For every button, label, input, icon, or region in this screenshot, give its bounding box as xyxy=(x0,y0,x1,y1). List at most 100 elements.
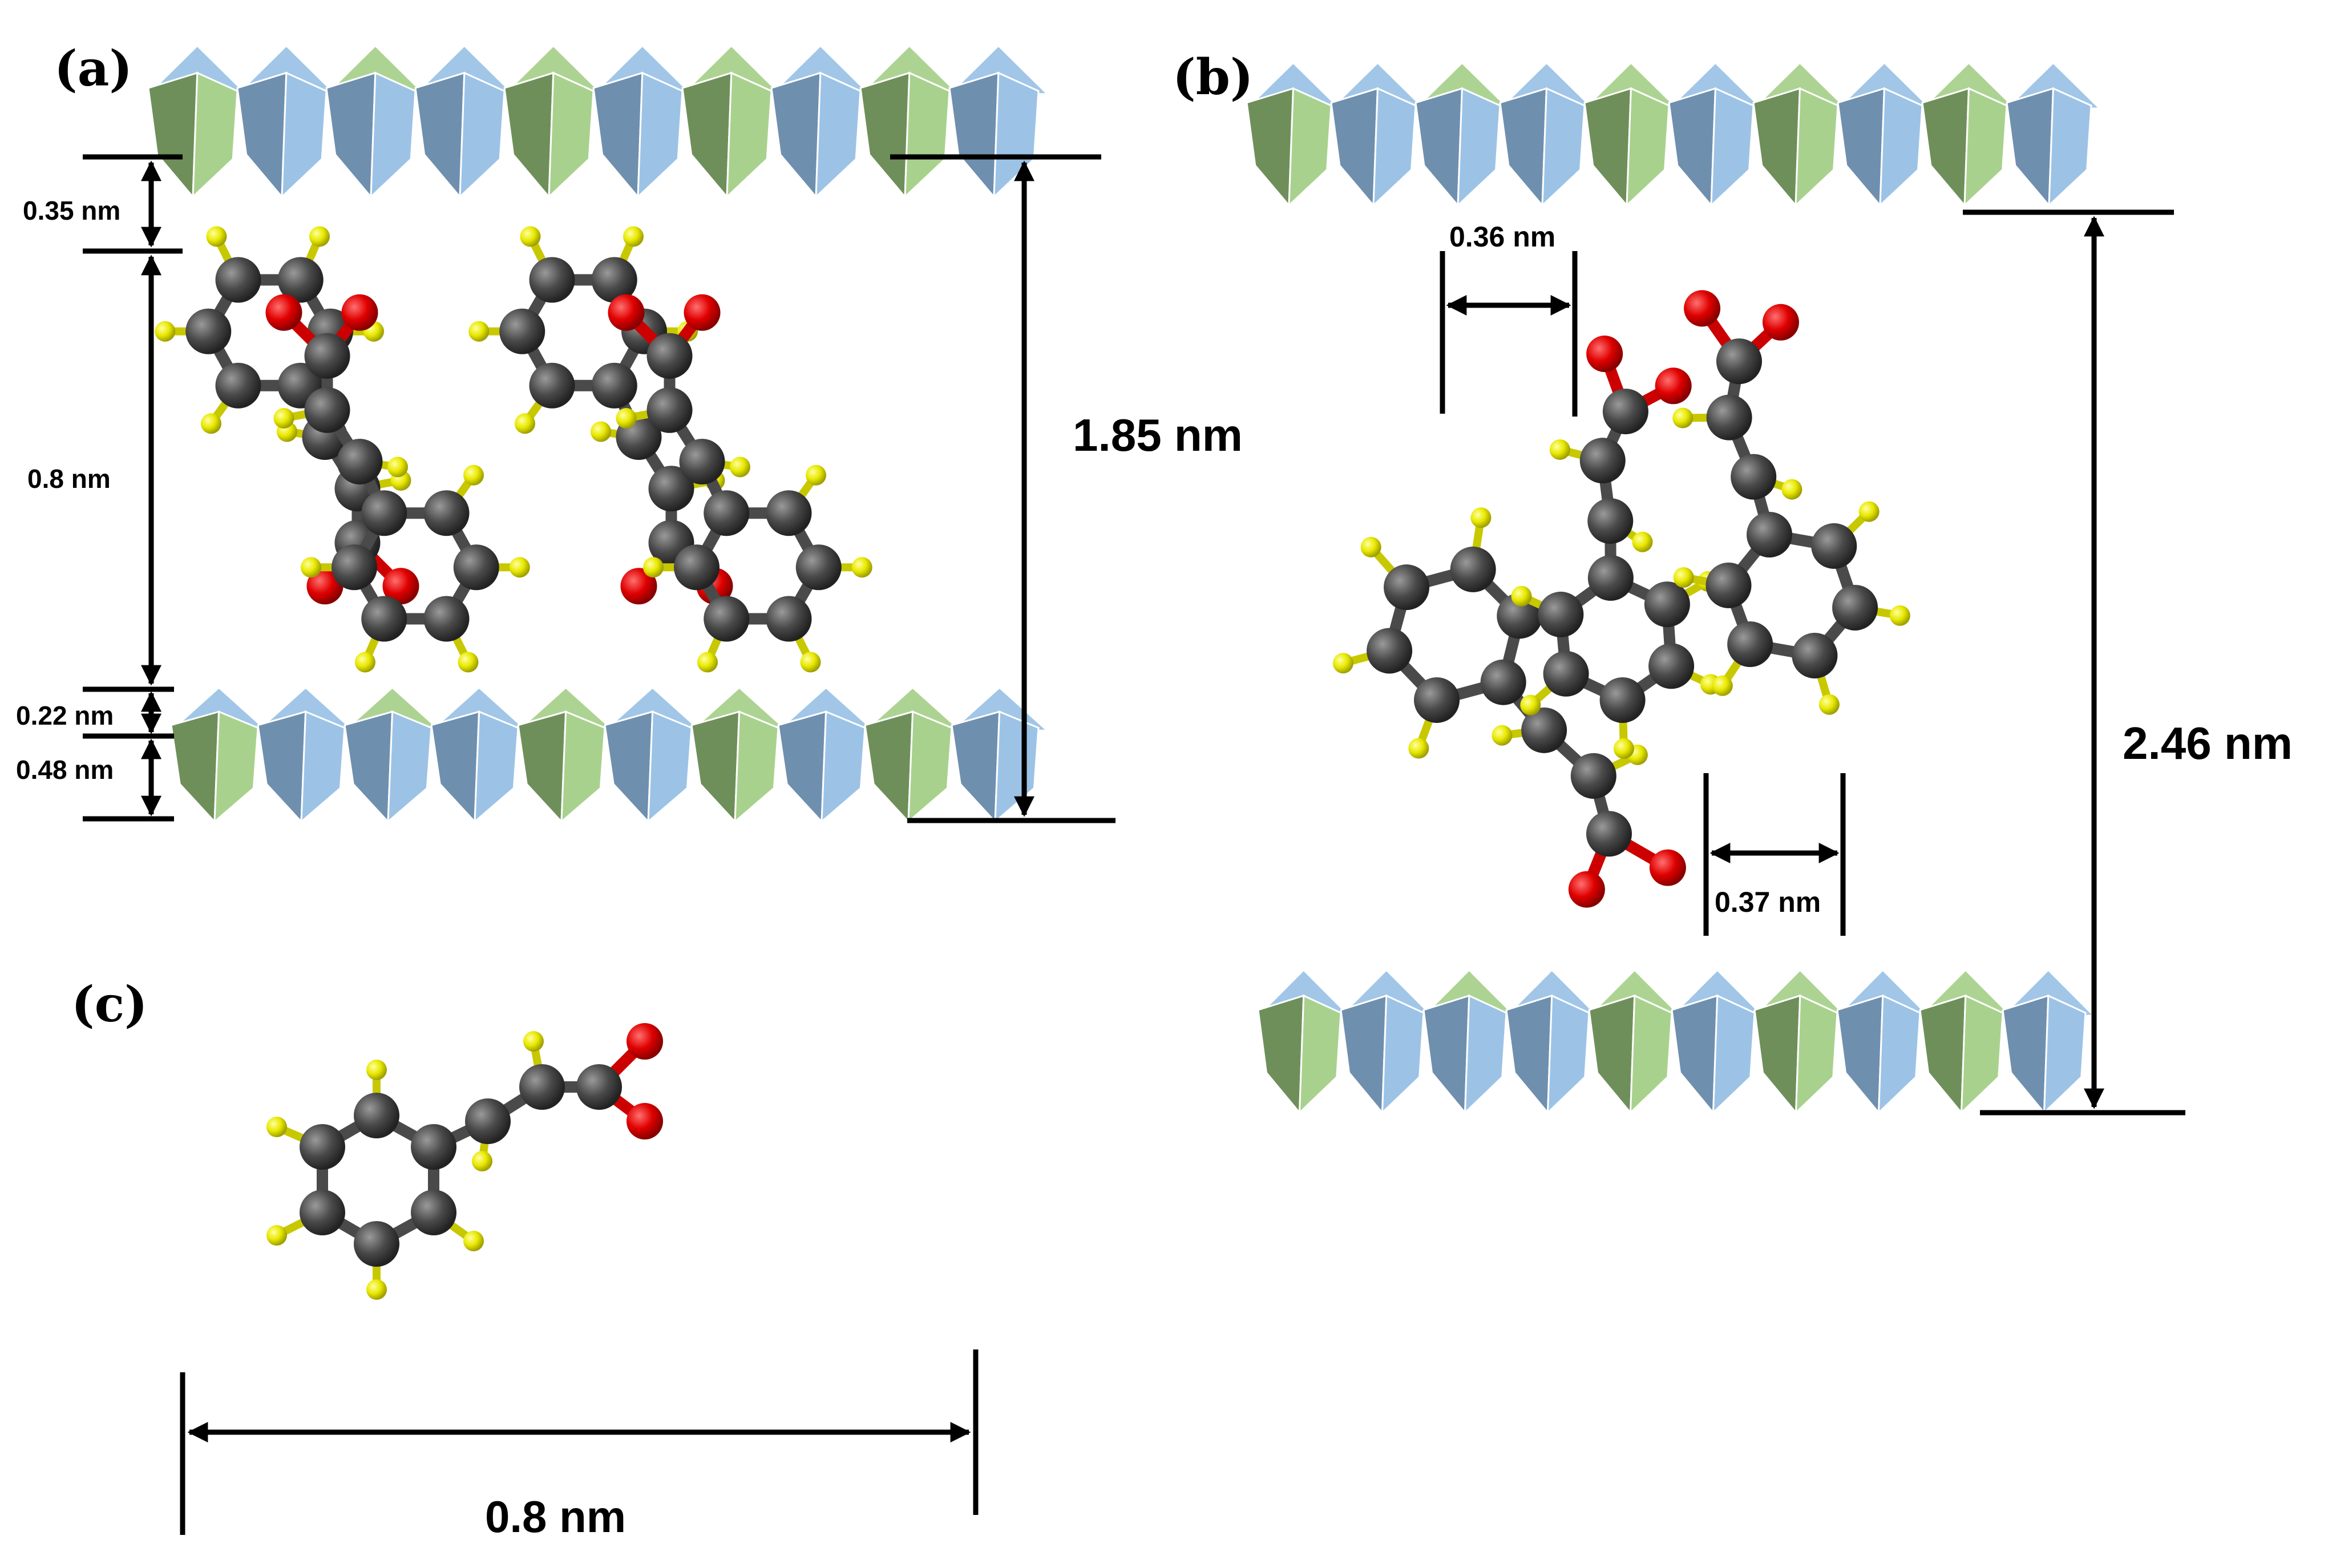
hydrogen-atom xyxy=(520,226,541,247)
carbon-atom xyxy=(1586,811,1632,857)
hydrogen-atom xyxy=(387,456,408,478)
panel-label-a: (a) xyxy=(54,40,132,98)
octahedron-face xyxy=(859,71,911,199)
carbon-atom xyxy=(453,544,499,591)
hydrogen-atom xyxy=(643,557,664,578)
carbon-atom xyxy=(185,308,232,354)
octahedron-face xyxy=(1414,87,1463,208)
hydrogen-atom xyxy=(1673,567,1694,588)
carbon-atom xyxy=(576,1064,622,1110)
octahedron-face xyxy=(994,710,1040,824)
carbon-atom xyxy=(766,596,812,642)
octahedron-face xyxy=(560,710,606,824)
carbon-atom xyxy=(704,490,750,536)
panel-label-b: (b) xyxy=(1173,49,1254,106)
hydrogen-atom xyxy=(1549,439,1570,460)
octahedron-face xyxy=(1919,994,1967,1115)
oxygen-atom xyxy=(1684,290,1721,327)
molecule-a2 xyxy=(265,294,530,673)
octahedron-face xyxy=(430,710,480,824)
carbon-atom xyxy=(361,490,407,536)
octahedron-face xyxy=(1752,87,1801,208)
dim-a-top-gap: 0.35 nm xyxy=(23,196,120,225)
octahedron-face xyxy=(815,71,862,199)
octahedron-face xyxy=(1541,87,1586,208)
octahedron-face xyxy=(2002,994,2050,1115)
octahedron-face xyxy=(1879,87,1923,208)
carbon-atom xyxy=(215,362,261,409)
carbon-atom xyxy=(304,387,350,433)
octahedron-face xyxy=(1837,87,1885,208)
carbon-atom xyxy=(423,596,470,642)
oxygen-atom xyxy=(1568,871,1605,908)
octahedron-face xyxy=(1499,87,1547,208)
carbon-atom xyxy=(1832,584,1878,631)
oxygen-atom xyxy=(1586,336,1623,373)
octahedron-face xyxy=(1583,87,1632,208)
molecule-b2 xyxy=(1511,336,1721,759)
carbon-atom xyxy=(1367,628,1413,674)
carbon-atom xyxy=(1480,659,1526,705)
hydrogen-atom xyxy=(616,408,637,429)
hydrogen-atom xyxy=(206,226,227,247)
carbon-atom xyxy=(304,333,350,379)
hydrogen-atom xyxy=(1492,725,1513,746)
octahedron-face xyxy=(1372,87,1417,208)
octahedron-face xyxy=(907,710,953,824)
hydrogen-atom xyxy=(1613,738,1634,759)
hydrogen-atom xyxy=(1781,479,1802,500)
hydrogen-atom xyxy=(697,652,718,673)
hydrogen-atom xyxy=(458,652,479,673)
octahedron-face xyxy=(1671,994,1719,1115)
octahedron-face xyxy=(503,71,555,199)
oxygen-atom xyxy=(1649,849,1686,886)
carbon-atom xyxy=(679,439,725,484)
octahedron-face xyxy=(1505,994,1553,1115)
octahedron-face xyxy=(948,71,1000,199)
carbon-atom xyxy=(215,257,261,303)
octahedron-face xyxy=(1246,87,1294,208)
hydrogen-atom xyxy=(623,226,644,247)
carbon-atom xyxy=(1543,650,1589,697)
hydrogen-atom xyxy=(1408,738,1429,759)
carbon-atom xyxy=(465,1098,511,1144)
carbon-atom xyxy=(648,466,694,512)
carbon-atom xyxy=(411,1124,456,1170)
molecule-b1 xyxy=(1332,507,1686,908)
oxygen-atom xyxy=(265,294,302,331)
hydrogen-atom xyxy=(355,652,375,673)
octahedron-face xyxy=(904,71,951,199)
hydrogen-atom xyxy=(1632,531,1653,552)
carbon-atom xyxy=(1648,643,1695,689)
carbon-atom xyxy=(1706,394,1752,441)
dim-b-total: 2.46 nm xyxy=(2123,718,2293,769)
dim-b-spacing-left: 0.36 nm xyxy=(1449,221,1555,253)
hydrogen-atom xyxy=(1712,675,1733,696)
carbon-atom xyxy=(1599,677,1646,723)
carbon-atom xyxy=(1731,454,1777,500)
panel-a-dimensions xyxy=(83,154,1116,823)
octahedron-face xyxy=(1712,994,1756,1115)
octahedron-face xyxy=(281,71,328,199)
carbon-atom xyxy=(1811,523,1857,569)
octahedron-face xyxy=(726,71,773,199)
molecule-b3 xyxy=(1672,290,1910,715)
octahedron-face xyxy=(592,71,644,199)
oxygen-atom xyxy=(684,294,721,331)
hydrogen-atom xyxy=(1818,694,1840,715)
hydrogen-atom xyxy=(366,1279,387,1300)
octahedron-face xyxy=(370,71,417,199)
octahedron-face xyxy=(474,710,519,824)
hydrogen-atom xyxy=(1672,407,1694,429)
octahedron-face xyxy=(2043,994,2087,1115)
carbon-atom xyxy=(1521,707,1567,753)
oxygen-atom xyxy=(627,1103,663,1139)
carbon-atom xyxy=(361,596,407,642)
carbon-atom xyxy=(1747,511,1793,557)
octahedron-face xyxy=(1288,87,1332,208)
layer-b-bottom xyxy=(1256,968,2096,1115)
hydrogen-atom xyxy=(472,1151,492,1171)
hydrogen-atom xyxy=(266,1117,287,1137)
carbon-atom xyxy=(529,257,575,303)
carbon-atom xyxy=(795,544,842,591)
